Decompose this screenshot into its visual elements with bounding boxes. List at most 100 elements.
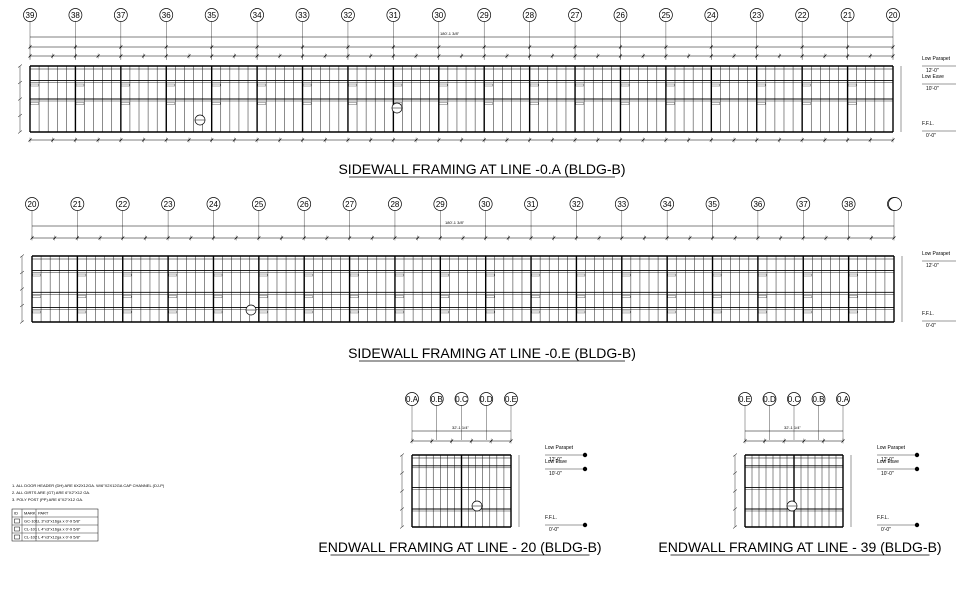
member-tag bbox=[575, 83, 584, 87]
dimension-tick bbox=[399, 453, 405, 457]
grid-bubble bbox=[762, 392, 777, 406]
grid-bubble bbox=[477, 8, 492, 22]
member-tag bbox=[166, 102, 175, 105]
grid-bubble bbox=[68, 8, 83, 22]
member-tag bbox=[711, 83, 721, 87]
overall-dimension-text: 180'-1 3/8" bbox=[445, 220, 465, 225]
member-tag bbox=[212, 102, 221, 105]
level-name: Low Parapet bbox=[545, 445, 574, 451]
member-tag bbox=[666, 102, 675, 105]
grid-bubble bbox=[787, 392, 801, 406]
grid-bubble bbox=[113, 8, 128, 22]
level-elevation: 10'-0" bbox=[881, 471, 894, 477]
grid-label: 29 bbox=[480, 11, 489, 20]
grid-label: 35 bbox=[708, 200, 717, 209]
member-tag bbox=[531, 310, 540, 314]
sidewall-elevation-0e: 2021222324252627282930313233343536373839… bbox=[19, 197, 956, 362]
level-name: F.F.L. bbox=[877, 515, 889, 521]
member-tag bbox=[622, 310, 631, 314]
grid-bubble bbox=[159, 8, 174, 22]
level-name: Low Parapet bbox=[922, 251, 951, 257]
dimension-tick bbox=[399, 489, 405, 493]
grid-bubble bbox=[886, 8, 900, 22]
level-name: Low Parapet bbox=[877, 445, 906, 451]
grid-label: 0.B bbox=[812, 395, 824, 404]
member-tag bbox=[168, 310, 177, 314]
grid-label: 30 bbox=[434, 11, 443, 20]
grid-label: 36 bbox=[753, 200, 762, 209]
grid-bubble bbox=[568, 8, 582, 22]
grid-bubble bbox=[704, 8, 719, 22]
grid-label: 22 bbox=[118, 200, 127, 209]
dimension-tick bbox=[17, 64, 23, 68]
table-header: PART bbox=[38, 511, 49, 516]
grid-bubble bbox=[161, 197, 175, 211]
member-tag bbox=[667, 273, 676, 277]
grid-bubble bbox=[478, 197, 493, 211]
grid-label: 31 bbox=[527, 200, 536, 209]
grid-label: 33 bbox=[617, 200, 626, 209]
level-name: Low Eave bbox=[877, 459, 899, 465]
member-tag bbox=[440, 273, 450, 277]
grid-bubble bbox=[738, 392, 752, 406]
member-tag bbox=[349, 310, 359, 314]
member-tag bbox=[168, 295, 177, 298]
member-tag bbox=[395, 295, 404, 298]
member-tag bbox=[622, 273, 631, 277]
grid-label: 34 bbox=[253, 11, 262, 20]
grid-bubble bbox=[659, 8, 673, 22]
dimension-tick bbox=[19, 303, 25, 308]
grid-bubble bbox=[613, 8, 628, 22]
member-tag bbox=[484, 102, 493, 105]
overall-dimension-text: 180'-1 3/8" bbox=[440, 31, 460, 36]
grid-label: 27 bbox=[345, 200, 354, 209]
table-cell: CL-101 bbox=[24, 527, 38, 532]
member-tag bbox=[849, 310, 858, 314]
level-marker bbox=[914, 522, 920, 528]
member-tag bbox=[803, 310, 812, 314]
grid-bubble bbox=[429, 392, 444, 406]
grid-label: 32 bbox=[572, 200, 581, 209]
member-tag bbox=[757, 102, 766, 105]
member-tag bbox=[439, 102, 448, 105]
grid-bubble bbox=[454, 392, 469, 406]
member-tag bbox=[667, 295, 676, 298]
grid-label: 0.C bbox=[455, 395, 468, 404]
grid-bubble bbox=[660, 197, 675, 211]
grid-bubble bbox=[405, 392, 419, 406]
grid-label: 34 bbox=[663, 200, 672, 209]
member-tag bbox=[393, 83, 403, 87]
member-tag bbox=[304, 295, 313, 298]
dimension-tick bbox=[19, 270, 25, 275]
grid-label: 0.E bbox=[505, 395, 517, 404]
member-tag bbox=[712, 295, 722, 298]
dimension-tick bbox=[399, 471, 405, 475]
general-note: 1. ALL DOOR HEADER (DH) ARE 6X2X12GA. W/… bbox=[12, 483, 165, 488]
member-tag bbox=[77, 273, 87, 277]
member-tag bbox=[440, 295, 450, 298]
grid-label: 28 bbox=[525, 11, 534, 20]
grid-bubble bbox=[250, 8, 264, 22]
dimension-tick bbox=[17, 130, 23, 134]
table-header: ID bbox=[14, 511, 18, 516]
view-title: SIDEWALL FRAMING AT LINE -0.E (BLDG-B) bbox=[348, 345, 636, 361]
grid-bubble bbox=[297, 197, 312, 211]
grid-bubble bbox=[295, 8, 310, 22]
member-tag bbox=[213, 295, 223, 298]
member-tag bbox=[531, 295, 540, 298]
member-tag bbox=[849, 295, 858, 298]
member-tag bbox=[530, 102, 539, 105]
member-tag bbox=[121, 83, 130, 87]
member-tag bbox=[486, 310, 495, 314]
member-tag bbox=[712, 310, 722, 314]
overall-dimension-text: 32'-1 1/4" bbox=[784, 425, 801, 430]
grid-label: 21 bbox=[73, 200, 82, 209]
grid-bubble bbox=[836, 392, 850, 406]
level-name: Low Eave bbox=[545, 459, 567, 465]
grid-bubble bbox=[751, 197, 765, 211]
grid-bubble bbox=[840, 8, 855, 22]
grid-bubble bbox=[386, 8, 401, 22]
member-tag bbox=[259, 273, 268, 277]
